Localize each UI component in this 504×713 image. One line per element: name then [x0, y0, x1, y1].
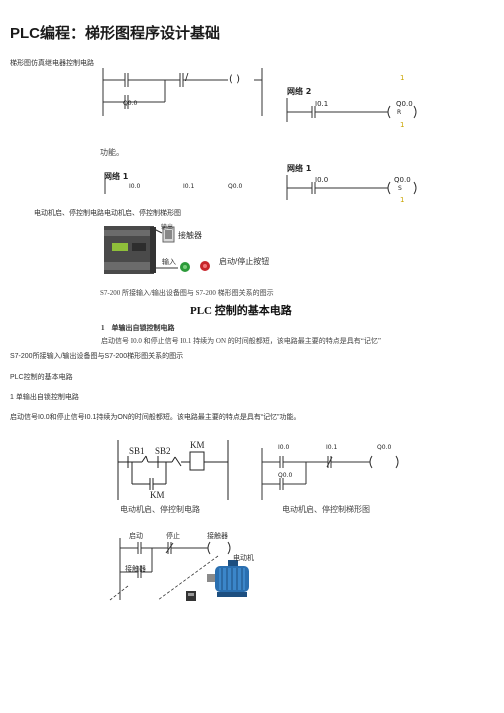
ladder3-c2: I0.1: [326, 444, 338, 451]
network-2-coil-symbol: R: [397, 109, 402, 116]
stop-label: 停止: [166, 533, 180, 540]
network-2-contact: I0.1: [315, 100, 329, 108]
network-2-label: 网络 2: [287, 87, 312, 96]
input-label: 输入: [162, 259, 176, 266]
ladder3-coil: Q0.0: [377, 444, 392, 451]
km2-label: KM: [150, 490, 165, 500]
network-1-right-coil: Q0.0: [394, 176, 411, 184]
network-1-left-c3: Q0.0: [228, 183, 243, 190]
network-2-num-bottom: 1: [400, 121, 405, 129]
network-1-right-num: 1: [400, 196, 405, 204]
network-1-right-label: 网络 1: [287, 164, 312, 173]
start-label: 启动: [129, 533, 143, 540]
page-title: PLC编程：梯形图程序设计基础: [10, 25, 221, 42]
nc-slash: /: [185, 72, 189, 83]
ladder3-contact: Q0.0: [278, 472, 293, 479]
func-text: 功能。: [100, 148, 124, 157]
km-label: KM: [190, 440, 205, 450]
motor-line: 电动机启、停控制电路电动机启、停控制梯形图: [34, 210, 181, 217]
network-1-right-coil-symbol: S: [398, 185, 402, 192]
sb2-label: SB2: [155, 446, 171, 456]
section-1-heading: 1 单输出自锁控制电路: [101, 324, 175, 332]
network-1-left-c1: I0.0: [129, 183, 141, 190]
contact-label: Q0.0: [123, 100, 138, 107]
repeat-section-1: 1 单输出自锁控制电路: [10, 394, 79, 401]
caption-1: S7-200 所接输入/输出设备图与 S7-200 梯形图关系的图示: [100, 289, 274, 297]
network-2-coil: Q0.0: [396, 100, 413, 108]
network-1-left-label: 网络 1: [104, 172, 129, 181]
contactor-top-label: 接触器: [207, 533, 228, 540]
intro-text: 梯形图仿真继电器控制电路: [10, 60, 94, 67]
ladder3-c1: I0.0: [278, 444, 290, 451]
network-1-left-c2: I0.1: [183, 183, 195, 190]
network-1-right-contact: I0.0: [315, 176, 329, 184]
motor-label: 电动机: [233, 555, 254, 562]
repeat-section-1-text: 启动信号I0.0和停止信号I0.1持续为ON的时间般都短。该电路最主要的特点是具…: [10, 414, 301, 421]
contactor-label: 接触器: [178, 231, 202, 240]
caption-right: 电动机启、停控制梯形图: [282, 505, 370, 514]
heading-basic-circuit: PLC 控制的基本电路: [190, 305, 292, 317]
section-1-text: 启动信号 I0.0 和停止信号 I0.1 持续为 ON 的时间般都短，该电路最主…: [101, 337, 381, 345]
start-stop-label: 启动/停止按钮: [219, 257, 270, 266]
output-label: 输出: [161, 225, 174, 231]
sb1-label: SB1: [129, 446, 145, 456]
repeat-caption: S7-200所接输入/输出设备图与S7-200梯形图关系的图示: [10, 353, 184, 360]
network-2-num-top: 1: [400, 74, 405, 82]
caption-left: 电动机启、停控制电路: [120, 505, 200, 514]
repeat-basic-heading: PLC控制的基本电路: [10, 374, 73, 381]
contactor-bottom-label: 接触器: [125, 566, 146, 573]
coil-symbol: ( ): [229, 74, 240, 85]
